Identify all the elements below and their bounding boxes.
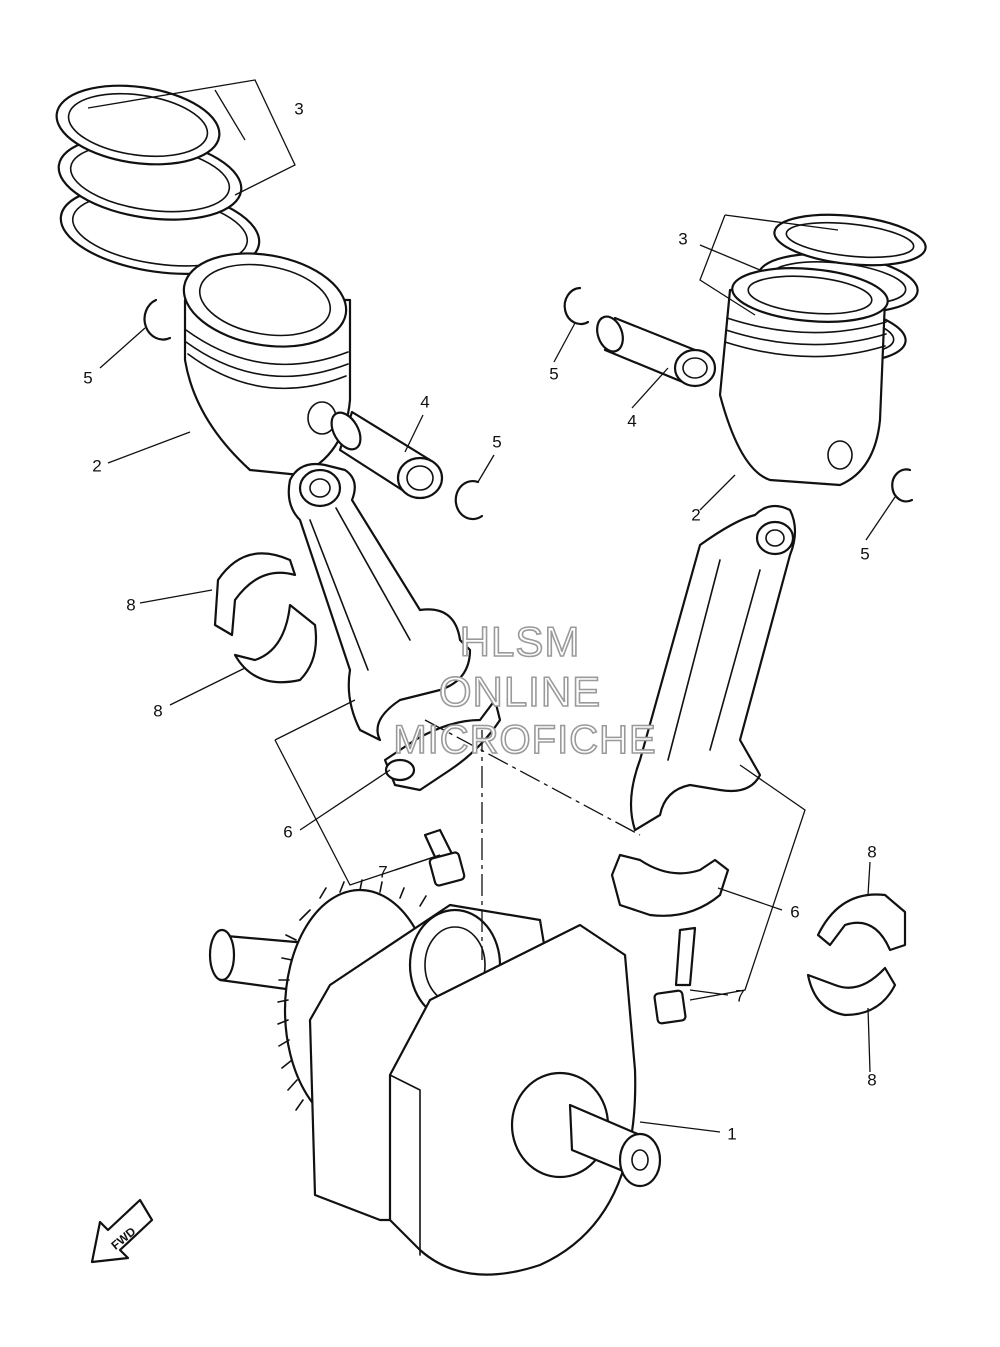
assembly-lines [424, 719, 641, 960]
callout-5-right-2: 5 [860, 544, 869, 563]
bearing-right-lower [806, 966, 897, 1017]
rod-cap-left [383, 698, 502, 792]
bearing-left-lower [233, 603, 318, 684]
callout-5-left-2: 5 [492, 432, 501, 451]
callout-8-right-lower: 8 [867, 1070, 876, 1089]
callout-4-right: 4 [627, 411, 636, 430]
callout-5-right-1: 5 [549, 364, 558, 383]
watermark-line-1: HLSM [459, 617, 581, 666]
gear-teeth [277, 879, 449, 1111]
rod-bolt-left [423, 828, 466, 887]
circlip-right-1 [563, 286, 590, 326]
circlip-left-2 [454, 479, 484, 521]
callout-1: 1 [727, 1124, 736, 1143]
callout-5-left-1: 5 [83, 368, 92, 387]
piston-pin-right [596, 315, 717, 388]
piston-pin-left [330, 410, 444, 500]
callout-6-right: 6 [790, 902, 799, 921]
piston-rings-left [55, 84, 261, 275]
leader-lines [99, 322, 896, 1133]
connecting-rod-left [287, 462, 472, 742]
callout-2-left: 2 [92, 456, 101, 475]
callout-4-left: 4 [420, 392, 429, 411]
watermark-line-2: ONLINE [438, 667, 602, 716]
forward-arrow-icon: FWD [90, 1198, 154, 1264]
callout-6-left: 6 [283, 822, 292, 841]
bearing-left-upper [213, 552, 297, 637]
callout-8-left-lower: 8 [153, 701, 162, 720]
piston-right [718, 267, 889, 487]
circlip-left-1 [143, 298, 172, 341]
circlip-right-2 [891, 468, 914, 503]
rod-bolt-right [653, 926, 697, 1025]
connecting-rod-right [629, 504, 797, 832]
callout-3-left: 3 [294, 99, 303, 118]
bearing-right-upper [816, 893, 907, 952]
callout-2-right: 2 [691, 505, 700, 524]
piston-left [182, 252, 352, 477]
callout-7-right: 7 [735, 986, 744, 1005]
crankshaft [208, 879, 662, 1276]
callout-8-left-upper: 8 [126, 595, 135, 614]
callout-3-right: 3 [678, 229, 687, 248]
callout-7-left: 7 [378, 862, 387, 881]
callout-8-right-upper: 8 [867, 842, 876, 861]
callout-labels: 1 2 2 3 3 4 4 5 5 5 5 6 6 7 7 8 8 8 8 [83, 99, 876, 1143]
watermark-line-3: MICROFICHE [393, 717, 657, 763]
rod-cap-right [610, 853, 730, 917]
